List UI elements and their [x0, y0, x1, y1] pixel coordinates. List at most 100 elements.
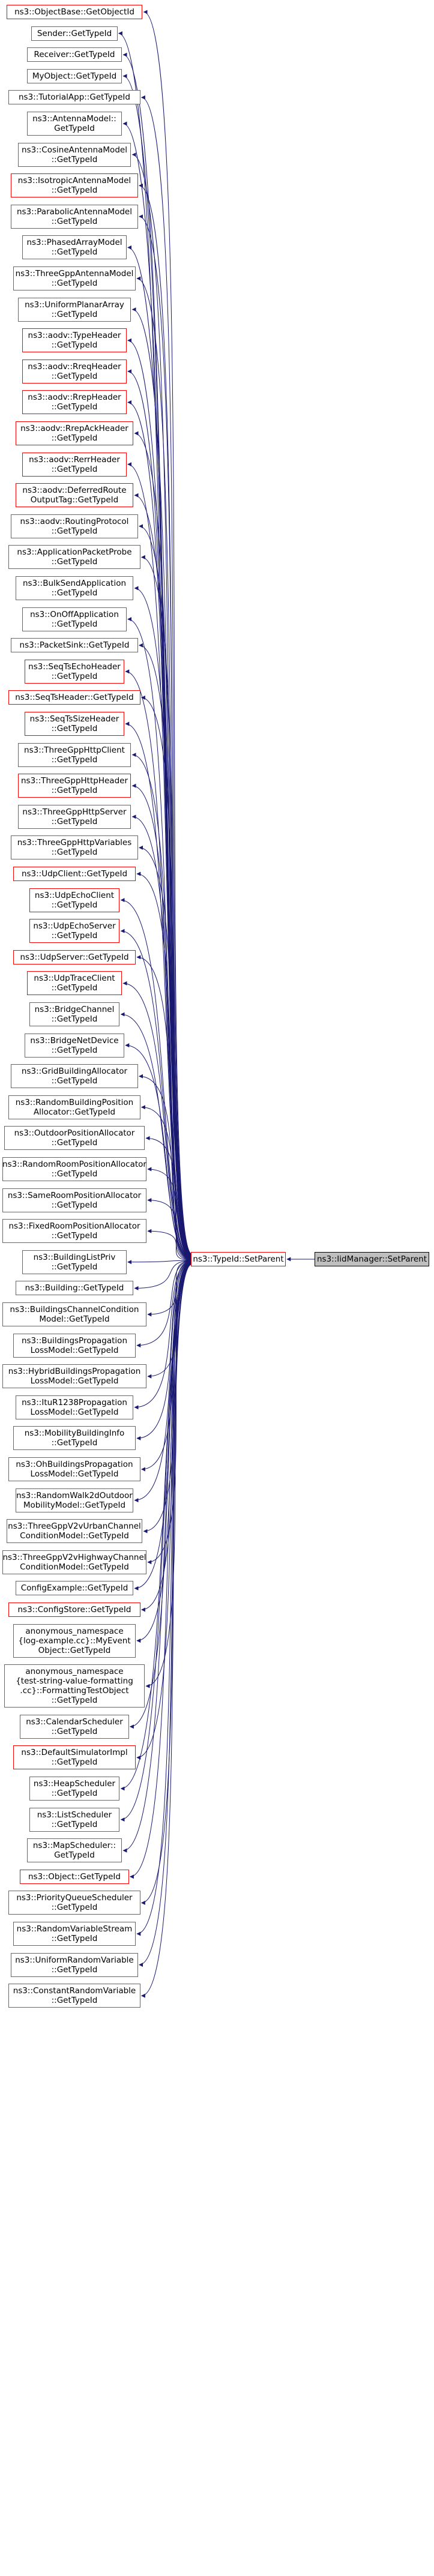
call-edge — [139, 1263, 193, 1967]
caller-node[interactable]: anonymous_namespace {test-string-value-f… — [4, 1664, 145, 1708]
caller-node[interactable]: ns3::UniformPlanarArray ::GetTypeId — [17, 297, 131, 322]
call-edge — [129, 1263, 193, 1879]
call-edge — [120, 1263, 193, 1822]
caller-node[interactable]: ns3::BridgeChannel ::GetTypeId — [29, 1002, 120, 1026]
caller-node[interactable]: ns3::ThreeGppV2vHighwayChannel Condition… — [2, 1550, 146, 1574]
caller-node[interactable]: ConfigExample::GetTypeId — [15, 1581, 134, 1596]
caller-node[interactable]: ns3::OhBuildingsPropagation LossModel::G… — [8, 1457, 140, 1481]
call-edge — [139, 845, 193, 1259]
caller-node[interactable]: ns3::ThreeGppHttpHeader ::GetTypeId — [17, 774, 131, 798]
caller-node[interactable]: ns3::SeqTsEchoHeader ::GetTypeId — [25, 659, 124, 684]
caller-node[interactable]: ns3::BuildingsPropagation LossModel::Get… — [13, 1333, 136, 1358]
caller-node[interactable]: ns3::MapScheduler:: GetTypeId — [26, 1838, 122, 1863]
caller-node[interactable]: ns3::FixedRoomPositionAllocator ::GetTyp… — [2, 1219, 146, 1244]
call-edge — [122, 1263, 193, 1853]
caller-node[interactable]: ns3::DefaultSimulatorImpl ::GetTypeId — [13, 1745, 136, 1770]
caller-node[interactable]: ns3::aodv::DeferredRoute OutputTag::GetT… — [15, 483, 134, 508]
caller-node[interactable]: ns3::ThreeGppV2vUrbanChannel ConditionMo… — [6, 1519, 143, 1544]
caller-node[interactable]: ns3::SeqTsHeader::GetTypeId — [8, 690, 140, 705]
caller-node[interactable]: ns3::RandomRoomPositionAllocator ::GetTy… — [2, 1157, 146, 1181]
call-edge — [143, 1262, 193, 1533]
caller-node[interactable]: ns3::BuildingListPriv ::GetTypeId — [22, 1250, 127, 1274]
caller-node[interactable]: ns3::UdpEchoServer ::GetTypeId — [29, 919, 120, 943]
caller-node[interactable]: ns3::AntennaModel:: GetTypeId — [26, 112, 122, 136]
call-edge — [147, 1229, 193, 1261]
call-edge — [134, 1261, 193, 1410]
call-edge — [140, 555, 193, 1257]
caller-node[interactable]: ns3::ConfigStore::GetTypeId — [8, 1602, 140, 1617]
caller-node[interactable]: ns3::ObjectBase::GetObjectId — [6, 5, 143, 19]
call-edge — [139, 1074, 193, 1260]
caller-node[interactable]: ns3::OutdoorPositionAllocator ::GetTypeI… — [4, 1126, 145, 1151]
call-edge — [140, 695, 193, 1258]
call-edge — [139, 214, 193, 1256]
call-edge — [147, 1167, 193, 1260]
caller-node[interactable]: ns3::aodv::RrepHeader ::GetTypeId — [22, 390, 127, 415]
caller-node[interactable]: ns3::aodv::RreqHeader ::GetTypeId — [22, 359, 127, 384]
caller-node[interactable]: ns3::ThreeGppHttpServer ::GetTypeId — [17, 804, 131, 829]
call-edge — [134, 1260, 193, 1290]
caller-node[interactable]: ns3::UdpServer::GetTypeId — [13, 949, 136, 964]
call-edge — [136, 1263, 193, 1936]
caller-node[interactable]: ns3::BuildingsChannelCondition Model::Ge… — [2, 1302, 146, 1326]
caller-node[interactable]: ns3::BulkSendApplication ::GetTypeId — [15, 576, 134, 600]
call-edge — [136, 955, 193, 1260]
caller-node[interactable]: ns3::UniformRandomVariable ::GetTypeId — [11, 1952, 138, 1977]
call-edge — [122, 981, 193, 1260]
caller-node[interactable]: ns3::ItuR1238Propagation LossModel::GetT… — [15, 1395, 134, 1419]
caller-node[interactable]: ns3::aodv::RerrHeader ::GetTypeId — [22, 452, 127, 477]
call-edge — [136, 1260, 193, 1348]
caller-node[interactable]: ns3::UdpClient::GetTypeId — [13, 867, 136, 881]
caller-node[interactable]: ns3::CosineAntennaModel ::GetTypeId — [17, 142, 131, 167]
caller-node[interactable]: ns3::MobilityBuildingInfo ::GetTypeId — [13, 1426, 136, 1451]
call-edge — [120, 1012, 193, 1260]
caller-node[interactable]: Sender::GetTypeId — [31, 26, 118, 41]
caller-node[interactable]: ns3::SeqTsSizeHeader ::GetTypeId — [25, 712, 124, 736]
caller-node[interactable]: ns3::ThreeGppHttpVariables ::GetTypeId — [11, 835, 138, 860]
call-edge — [136, 871, 193, 1259]
call-edge — [143, 10, 193, 1254]
caller-node[interactable]: ns3::ApplicationPacketProbe ::GetTypeId — [8, 545, 140, 570]
call-edge — [134, 1261, 193, 1503]
caller-node[interactable]: ns3::RandomWalk2dOutdoor MobilityModel::… — [15, 1488, 134, 1512]
caller-node[interactable]: ns3::UdpEchoClient ::GetTypeId — [29, 888, 120, 912]
caller-node[interactable]: ns3::Object::GetTypeId — [20, 1869, 129, 1884]
caller-node[interactable]: ns3::ParabolicAntennaModel ::GetTypeId — [11, 204, 138, 229]
caller-node[interactable]: ns3::IsotropicAntennaModel ::GetTypeId — [11, 173, 138, 198]
caller-node[interactable]: ns3::aodv::RrepAckHeader ::GetTypeId — [15, 421, 134, 445]
caller-node[interactable]: ns3::aodv::TypeHeader ::GetTypeId — [22, 328, 127, 353]
caller-node[interactable]: ns3::aodv::RoutingProtocol ::GetTypeId — [11, 514, 138, 538]
call-edge — [147, 1198, 193, 1261]
caller-node[interactable]: Receiver::GetTypeId — [26, 47, 122, 62]
caller-node[interactable]: ns3::SameRoomPositionAllocator ::GetType… — [2, 1188, 146, 1212]
call-edge — [127, 1260, 193, 1265]
typeid-setparent-node[interactable]: ns3::TypeId::SetParent — [191, 1252, 286, 1266]
caller-node[interactable]: anonymous_namespace {log-example.cc}::My… — [13, 1624, 136, 1658]
caller-node[interactable]: ns3::ListScheduler ::GetTypeId — [29, 1807, 120, 1832]
caller-node[interactable]: ns3::CalendarScheduler ::GetTypeId — [20, 1714, 129, 1739]
caller-node[interactable]: ns3::OnOffApplication ::GetTypeId — [22, 607, 127, 631]
call-edge — [140, 1263, 193, 1998]
caller-node[interactable]: ns3::Building::GetTypeId — [15, 1281, 134, 1296]
caller-node[interactable]: ns3::PhasedArrayModel ::GetTypeId — [22, 235, 127, 260]
caller-node[interactable]: ns3::RandomVariableStream ::GetTypeId — [13, 1922, 136, 1946]
caller-node[interactable]: ns3::ThreeGppAntennaModel ::GetTypeId — [13, 266, 136, 290]
call-edge — [120, 1263, 193, 1791]
caller-node[interactable]: ns3::TutorialApp::GetTypeId — [8, 90, 140, 105]
caller-node[interactable]: ns3::GridBuildingAllocator ::GetTypeId — [11, 1064, 138, 1089]
iidmanager-setparent-node[interactable]: ns3::IidManager::SetParent — [315, 1252, 429, 1266]
caller-node[interactable]: ns3::HybridBuildingsPropagation LossMode… — [2, 1364, 146, 1389]
caller-node[interactable]: ns3::PriorityQueueScheduler ::GetTypeId — [8, 1891, 140, 1915]
caller-node[interactable]: ns3::ConstantRandomVariable ::GetTypeId — [8, 1984, 140, 2008]
caller-node[interactable]: ns3::BridgeNetDevice ::GetTypeId — [25, 1033, 124, 1058]
call-edge — [140, 1105, 193, 1260]
caller-node[interactable]: MyObject::GetTypeId — [26, 68, 122, 83]
caller-node[interactable]: ns3::UdpTraceClient ::GetTypeId — [26, 971, 122, 996]
call-edge — [125, 669, 193, 1258]
caller-node[interactable]: ns3::PacketSink::GetTypeId — [11, 638, 138, 653]
caller-node[interactable]: ns3::RandomBuildingPosition Allocator::G… — [8, 1095, 140, 1119]
caller-node[interactable]: ns3::HeapScheduler ::GetTypeId — [29, 1777, 120, 1801]
caller-node[interactable]: ns3::ThreeGppHttpClient ::GetTypeId — [17, 742, 131, 767]
call-edge — [140, 95, 193, 1255]
